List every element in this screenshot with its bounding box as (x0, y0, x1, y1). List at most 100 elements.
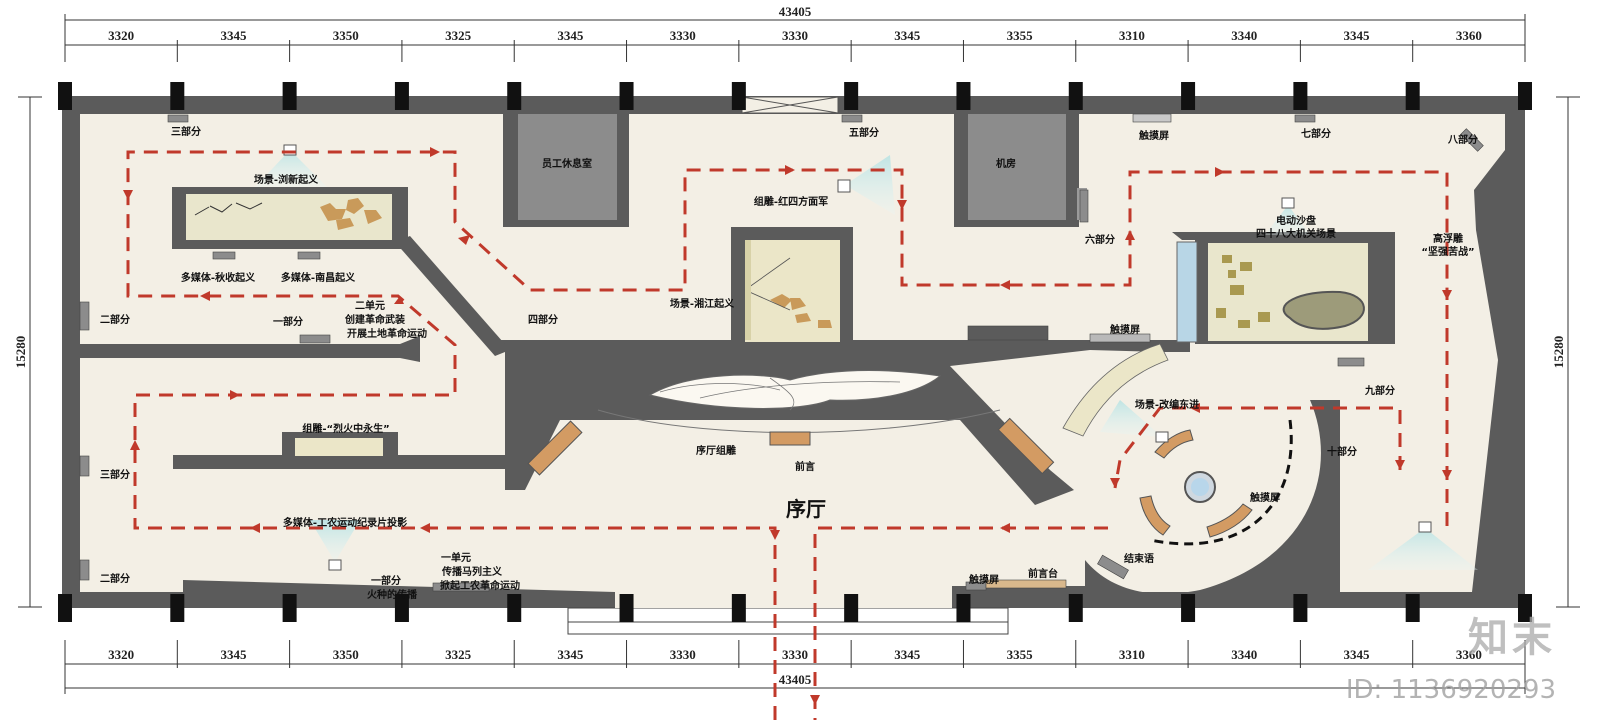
label-fire-spread: 火种的传播 (367, 588, 418, 601)
sculpture-room-projector (745, 240, 751, 340)
top-segment-dimension: 3350 (333, 28, 359, 43)
column (58, 594, 72, 622)
entrance-steps (567, 607, 1009, 635)
top-segment-dimension: 3345 (220, 28, 247, 43)
bottom-segment-dimension: 3320 (108, 647, 134, 662)
machine-room (968, 114, 1066, 220)
column (282, 82, 297, 110)
visitor-route (126, 150, 1449, 720)
foyer-left-panel (527, 420, 583, 476)
column (1405, 82, 1420, 110)
sandbox-left-ornament (1172, 232, 1225, 240)
label-part5: 五部分 (849, 126, 879, 139)
top-total-dimension: 43405 (779, 4, 812, 19)
top-segment-dimension: 3345 (1344, 28, 1371, 43)
bottom-segment-dimension: 3345 (557, 647, 584, 662)
top-segment-dimension: 3330 (782, 28, 808, 43)
columns (58, 82, 1532, 622)
label-relief: 高浮雕 (1433, 232, 1463, 245)
column (1405, 594, 1420, 622)
bottom-segment-dimension: 3310 (1119, 647, 1145, 662)
bottom-segment-dimension: 3330 (782, 647, 808, 662)
column (1518, 82, 1532, 110)
column (731, 82, 746, 110)
sandbox-right-ornament (1350, 232, 1380, 242)
column (170, 82, 185, 110)
top-segment-dimension: 3360 (1456, 28, 1482, 43)
label-unit1-line1: 传播马列主义 (441, 565, 503, 578)
label-scene-gaibian: 场景-改编东进 (1135, 398, 1199, 411)
curved-screen (1062, 343, 1169, 437)
label-unit1-line2: 掀起工农革命运动 (440, 579, 520, 592)
column (1181, 594, 1196, 622)
column (170, 594, 185, 622)
foyer-right-panel (997, 417, 1055, 475)
foyer-sculpture-lines (659, 377, 901, 411)
bottom-segment-dimension: 3350 (333, 647, 359, 662)
machine-room-label: 机房 (996, 157, 1016, 170)
label-unit1: 一单元 (441, 551, 471, 564)
label-preface: 前言 (795, 460, 815, 473)
label-relief2: “坚强苦战” (1421, 245, 1474, 258)
column (731, 594, 746, 622)
top-segment-dimension: 3345 (557, 28, 584, 43)
staff-room-label: 员工休息室 (542, 157, 592, 170)
top-dimension (64, 14, 1526, 62)
top-segment-dimension: 3320 (108, 28, 134, 43)
label-part4: 四部分 (528, 313, 558, 326)
label-touch-top: 触摸屏 (1138, 129, 1169, 142)
label-part10: 十部分 (1327, 445, 1357, 458)
label-part3-top: 三部分 (171, 125, 201, 138)
label-unit2-line2: 开展土地革命运动 (347, 327, 427, 340)
column (58, 82, 72, 110)
label-preface-desk: 前言台 (1028, 567, 1058, 580)
label-mm-nanchang: 多媒体-南昌起义 (281, 271, 356, 284)
label-scene-xiangjiang: 场景-湘江起义 (670, 297, 735, 310)
scene-liuyang-lines (194, 202, 263, 216)
dashed-arc (1149, 419, 1293, 546)
top-segment-dimension: 3345 (894, 28, 921, 43)
route-arrows (123, 147, 1452, 705)
column (282, 594, 297, 622)
column (394, 82, 409, 110)
entrance-opening (615, 592, 952, 608)
column (1518, 594, 1532, 622)
bottom-segment-dimension: 3330 (670, 647, 696, 662)
label-unit2: 二单元 (355, 299, 385, 312)
sculpture-room-figures (770, 294, 832, 328)
column (619, 82, 634, 110)
label-part2-left: 二部分 (100, 313, 130, 326)
label-unit2-line1: 创建革命武装 (344, 313, 405, 326)
projectors (255, 144, 1478, 571)
bottom-segment-dimension: 3360 (1456, 647, 1482, 662)
wall-markers (79, 113, 1484, 592)
watermark-id: ID: 1136920293 (1345, 675, 1556, 705)
label-part6: 六部分 (1085, 233, 1115, 246)
top-segment-dimension: 3340 (1231, 28, 1257, 43)
column (1293, 82, 1308, 110)
foyer-sculpture (648, 370, 942, 409)
touch-circle-inner (1191, 478, 1209, 496)
label-part3-left: 三部分 (100, 468, 130, 481)
staff-room (518, 114, 617, 220)
right-height-dimension: 15280 (1551, 336, 1566, 369)
label-sandbox2: 四十八大机关场景 (1256, 227, 1336, 240)
label-part1-left: 一部分 (273, 315, 303, 328)
exhibit-labels: 三部分 五部分 触摸屏 七部分 八部分 场景-浏新起义 组雕-红四方面军 六部分… (100, 125, 1478, 601)
right-dimension (1556, 96, 1580, 608)
label-part7: 七部分 (1301, 127, 1331, 140)
column (507, 82, 522, 110)
bottom-segment-dimension: 3345 (220, 647, 247, 662)
watermark-brand: 知末 (1468, 615, 1556, 661)
column (1293, 594, 1308, 622)
column (1181, 82, 1196, 110)
column (1068, 82, 1083, 110)
label-part1-bottom: 一部分 (371, 574, 401, 587)
preface-panel (769, 431, 811, 446)
scene-liuyang-figures (320, 198, 382, 230)
bottom-segment-dimension: 3340 (1231, 647, 1257, 662)
column (507, 594, 522, 622)
